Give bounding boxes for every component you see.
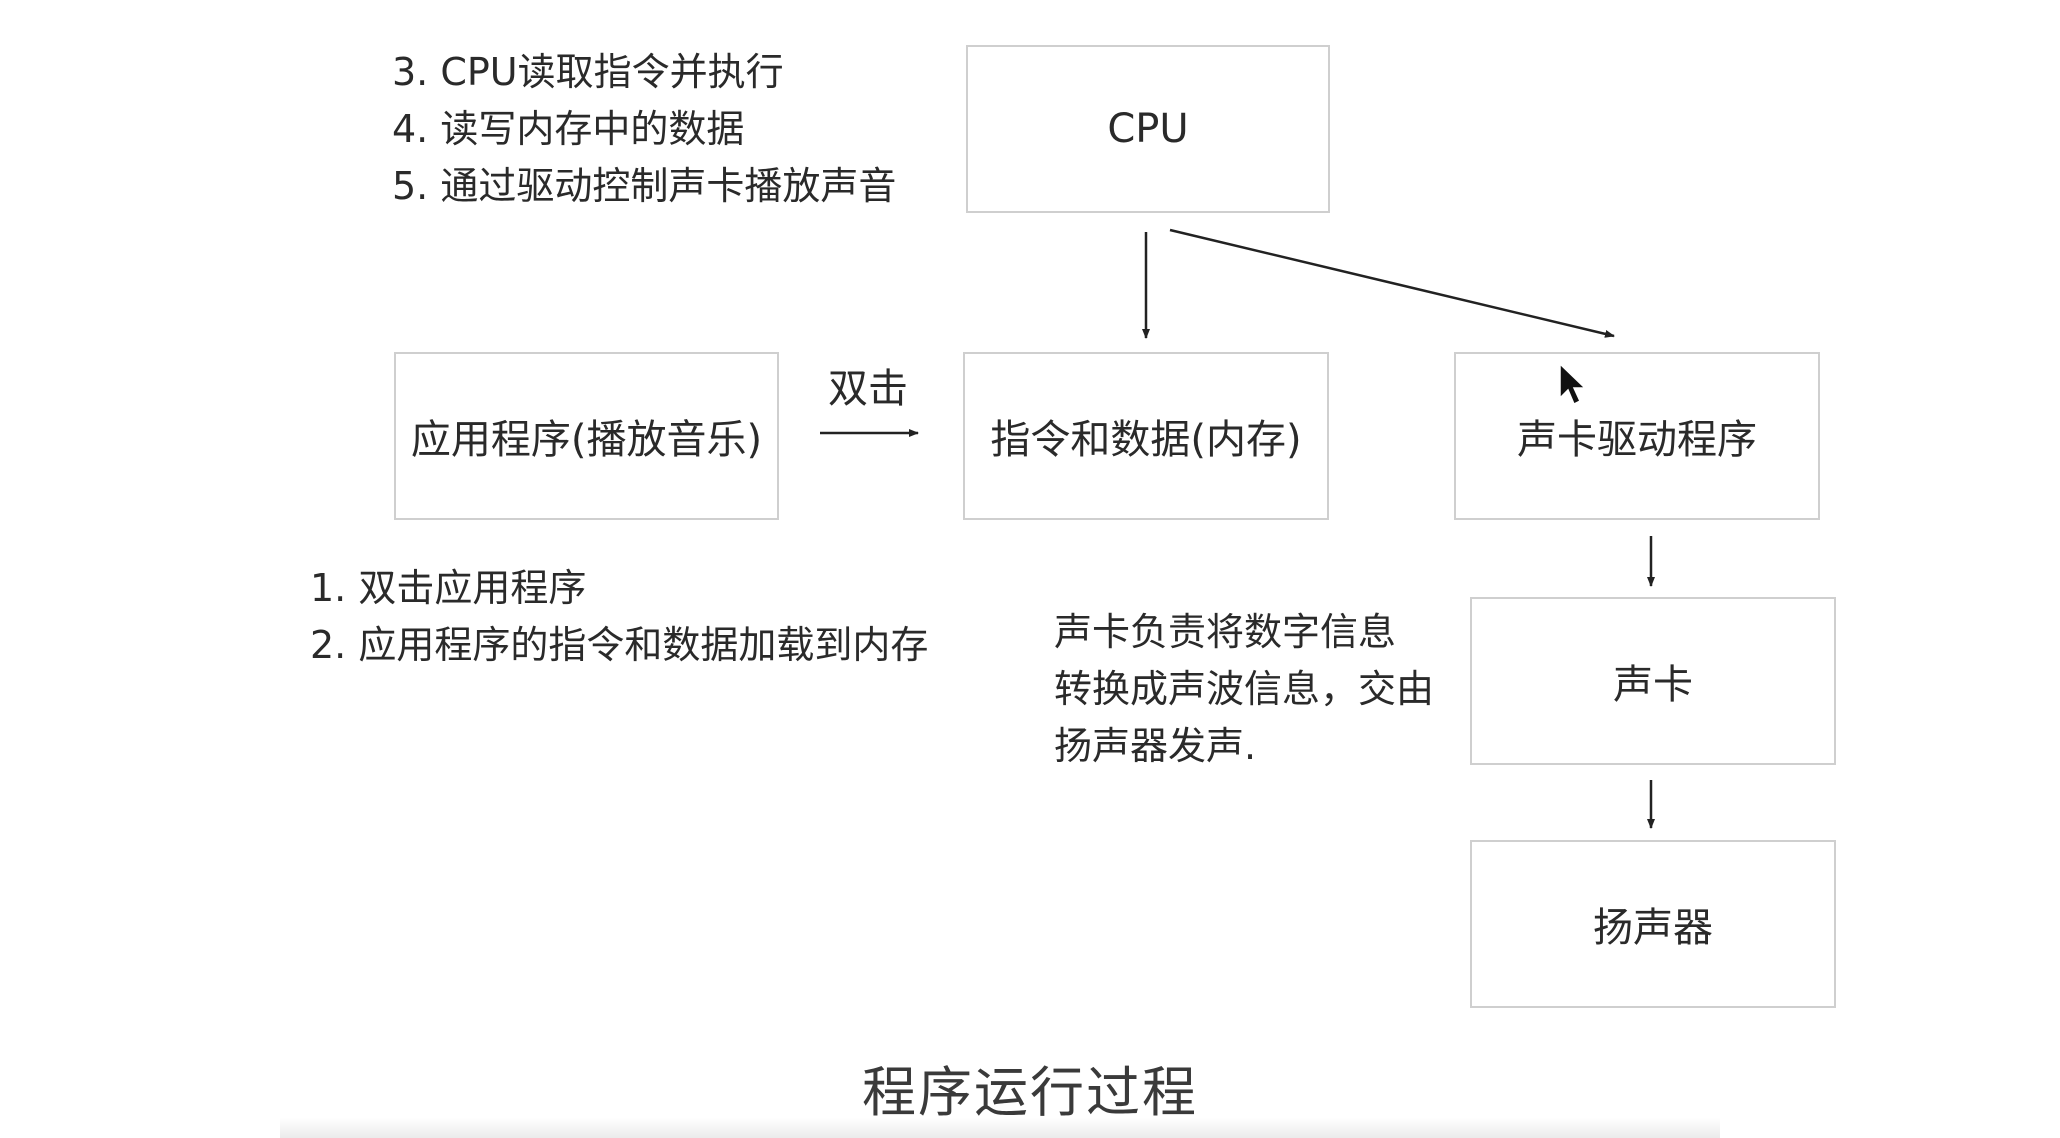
- cpu-label: CPU: [1107, 106, 1189, 152]
- soundcard-note: 声卡负责将数字信息 转换成声波信息，交由 扬声器发声.: [1054, 604, 1434, 775]
- step-4: 4. 读写内存中的数据: [392, 107, 745, 151]
- application-label: 应用程序(播放音乐): [410, 417, 763, 463]
- arrow-cpu-to-driver: [1169, 228, 1615, 338]
- steps-notes-bottom: 1. 双击应用程序 2. 应用程序的指令和数据加载到内存: [310, 560, 928, 674]
- memory-box: 指令和数据(内存): [963, 352, 1329, 520]
- memory-label: 指令和数据(内存): [990, 417, 1302, 463]
- sound-driver-label: 声卡驱动程序: [1517, 417, 1757, 463]
- speaker-box: 扬声器: [1470, 840, 1836, 1008]
- step-3: 3. CPU读取指令并执行: [392, 50, 784, 94]
- steps-notes-top: 3. CPU读取指令并执行 4. 读写内存中的数据 5. 通过驱动控制声卡播放声…: [392, 44, 896, 215]
- step-1: 1. 双击应用程序: [310, 566, 587, 610]
- soundcard-note-line-1: 声卡负责将数字信息: [1054, 610, 1397, 654]
- soundcard-note-line-2: 转换成声波信息，交由: [1054, 667, 1435, 711]
- double-click-label: 双击: [828, 366, 908, 412]
- application-box: 应用程序(播放音乐): [394, 352, 779, 520]
- bottom-shade: [280, 1118, 1720, 1138]
- diagram-caption: 程序运行过程: [862, 1061, 1198, 1124]
- soundcard-label: 声卡: [1613, 662, 1693, 708]
- speaker-label: 扬声器: [1593, 905, 1713, 951]
- soundcard-note-line-3: 扬声器发声.: [1054, 724, 1257, 768]
- cpu-box: CPU: [966, 45, 1330, 213]
- step-5: 5. 通过驱动控制声卡播放声音: [392, 164, 897, 208]
- sound-driver-box: 声卡驱动程序: [1454, 352, 1820, 520]
- soundcard-box: 声卡: [1470, 597, 1836, 765]
- step-2: 2. 应用程序的指令和数据加载到内存: [310, 623, 929, 667]
